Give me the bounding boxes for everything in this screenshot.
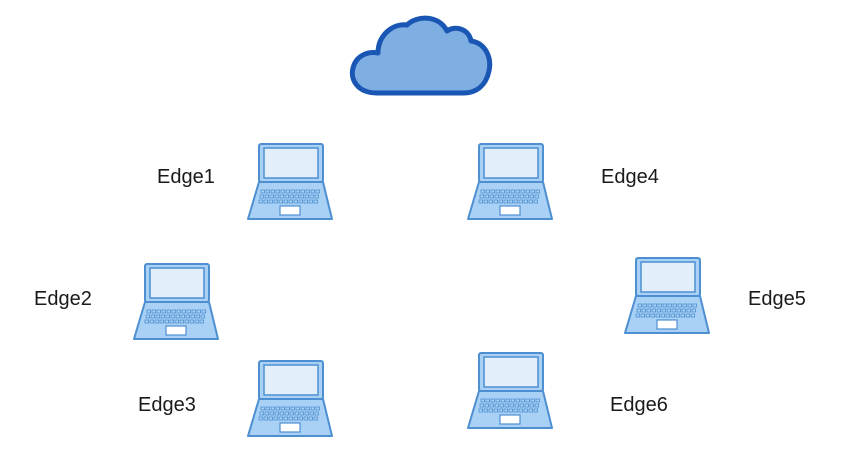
laptop-edge6 <box>467 352 553 430</box>
laptop-edge5 <box>624 257 710 335</box>
laptop-icon <box>467 143 553 220</box>
node-label-edge4: Edge4 <box>601 166 659 188</box>
laptop-icon <box>133 263 219 340</box>
laptop-edge2 <box>133 263 219 341</box>
laptop-icon <box>467 352 553 429</box>
laptop-icon <box>247 360 333 437</box>
laptop-edge1 <box>247 143 333 221</box>
laptop-edge4 <box>467 143 553 221</box>
laptop-icon <box>247 143 333 220</box>
cloud-icon <box>349 15 493 96</box>
node-label-edge2: Edge2 <box>34 288 92 310</box>
laptop-icon <box>624 257 710 334</box>
node-label-edge6: Edge6 <box>610 394 668 416</box>
laptop-edge3 <box>247 360 333 438</box>
node-label-edge1: Edge1 <box>157 166 215 188</box>
node-label-edge3: Edge3 <box>138 394 196 416</box>
node-label-edge5: Edge5 <box>748 288 806 310</box>
